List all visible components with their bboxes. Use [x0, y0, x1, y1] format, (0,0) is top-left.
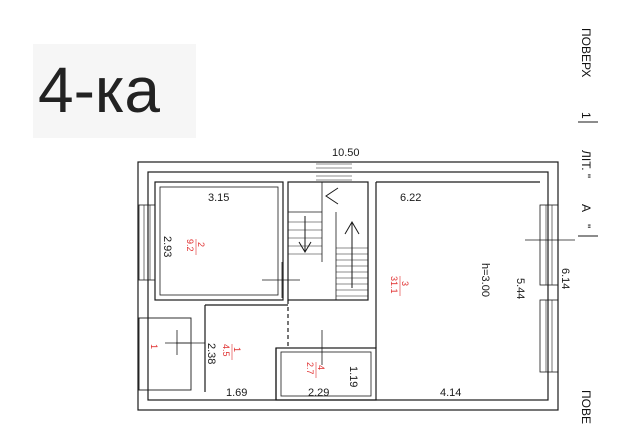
porch-room: [138, 317, 192, 391]
room-3-width-label: 6.22: [400, 192, 421, 204]
room-1-number: 1: [232, 347, 242, 352]
room-1-width-label: 1.69: [226, 387, 247, 399]
room-4-inner: [280, 351, 372, 397]
logo-text: 4-ка: [38, 54, 160, 126]
floor-number: 1: [579, 112, 593, 119]
room-1-area: 4.5: [221, 344, 231, 357]
left-window: [138, 204, 156, 281]
porch-number-label: 1: [149, 344, 159, 349]
stair-block: [287, 181, 369, 301]
room-2-width-label: 3.15: [208, 192, 229, 204]
room-2-area-label: 2 9.2: [185, 239, 206, 255]
lit-label: ЛІТ. ": [579, 150, 593, 178]
lit-letter: А: [579, 204, 593, 212]
room-3-depth-label: 5.44: [514, 278, 526, 299]
room-2-number: 2: [196, 242, 206, 247]
bay-depth-label: 6.14: [559, 268, 571, 289]
room-2-depth-label: 2.93: [161, 236, 173, 257]
room-2-inner: [159, 186, 279, 296]
room-4-number: 4: [316, 365, 326, 370]
overall-width-label: 10.50: [332, 147, 360, 159]
floor-label: ПОВЕРХ: [579, 28, 593, 77]
room-4-outline: [275, 347, 377, 401]
ceiling-height-label: h=3.00: [479, 263, 491, 297]
room-4-area: 2.7: [305, 362, 315, 375]
lit-close-quote: ": [579, 224, 593, 228]
room-1-depth-label: 2.38: [205, 343, 217, 364]
outer-wall: [137, 161, 559, 411]
room-2-area: 9.2: [185, 239, 195, 252]
bottom-side-label: ПОВЕ: [579, 390, 593, 424]
right-window-top: [539, 204, 559, 286]
room-3-area: 31.1: [389, 276, 399, 294]
right-window-bottom: [539, 299, 559, 373]
logo-background: [33, 44, 196, 138]
room-4-width-label: 2.29: [308, 387, 329, 399]
room-3-number: 3: [400, 281, 410, 286]
room-3-area-label: 3 31.1: [389, 276, 410, 296]
room-4-depth-label: 1.19: [347, 366, 359, 387]
room-4-area-label: 4 2.7: [305, 362, 326, 378]
room-3-bottom-width-label: 4.14: [440, 387, 461, 399]
room-1-area-label: 1 4.5: [221, 344, 242, 360]
